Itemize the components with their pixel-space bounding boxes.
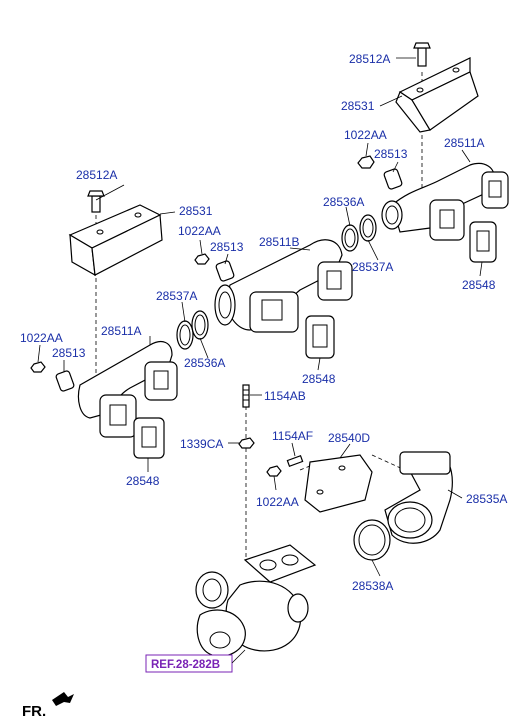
part-labels: 28512A 28531 1022AA 28513 28511A 28536A …: [20, 52, 507, 593]
gasket-28538A: [353, 519, 391, 561]
label-28536A-mid: 28536A: [184, 356, 225, 370]
label-28535A: 28535A: [466, 492, 507, 506]
label-28511B: 28511B: [259, 235, 299, 249]
label-28512A-top: 28512A: [349, 52, 390, 66]
nut-1022AA-right: [357, 155, 375, 169]
label-1154AB: 1154AB: [264, 389, 306, 403]
label-28540D: 28540D: [328, 431, 370, 445]
label-28512A-left: 28512A: [76, 168, 117, 182]
front-arrow-icon: [52, 692, 74, 706]
bracket-28540D: [304, 454, 373, 513]
front-label: FR.: [22, 703, 46, 720]
gasket-28548-right: [469, 221, 497, 263]
ring-28537A-mid: [176, 320, 194, 350]
manifold-28511A-right: [381, 162, 509, 241]
label-28536A-right: 28536A: [323, 195, 364, 209]
heat-shield-28531-left: [68, 204, 163, 277]
label-1339CA: 1339CA: [180, 437, 223, 451]
heat-shield-28531-top: [395, 57, 479, 133]
nut-1022AA-bottom: [266, 465, 282, 477]
leader-lines: [37, 57, 483, 577]
label-28548-left: 28548: [126, 474, 160, 488]
manifold-28511A-left: [77, 341, 178, 438]
ring-28536A-mid: [191, 310, 209, 340]
front-direction-indicator: FR.: [22, 692, 74, 720]
label-28513-right: 28513: [374, 147, 408, 161]
gasket-28548-mid: [305, 315, 335, 359]
label-28537A-right: 28537A: [352, 260, 393, 274]
stud-1154AF: [286, 455, 304, 467]
label-28511A-left: 28511A: [101, 324, 141, 338]
label-28537A-mid: 28537A: [156, 289, 197, 303]
manifold-28511B: [214, 239, 353, 333]
label-28513-mid: 28513: [210, 240, 244, 254]
label-1022AA-left: 1022AA: [20, 331, 63, 345]
label-28538A: 28538A: [352, 579, 393, 593]
bolt-28512A-top: [413, 42, 431, 67]
label-28531-top: 28531: [341, 99, 375, 113]
spacer-28513-right: [383, 168, 403, 190]
gasket-28548-left: [133, 417, 165, 459]
nut-1022AA-left: [30, 361, 46, 373]
label-1154AF: 1154AF: [272, 429, 313, 443]
label-28548-right: 28548: [462, 278, 496, 292]
label-1022AA-mid: 1022AA: [178, 224, 221, 238]
label-28531-left: 28531: [179, 204, 213, 218]
label-1022AA-right: 1022AA: [344, 128, 387, 142]
label-1022AA-bottom: 1022AA: [256, 495, 299, 509]
label-28511A-right: 28511A: [444, 136, 484, 150]
nut-1022AA-mid: [194, 253, 210, 265]
bolt-28512A-left: [87, 190, 105, 213]
label-28513-left: 28513: [52, 346, 86, 360]
ring-28536A-right: [341, 224, 359, 252]
stud-1154AB: [242, 384, 250, 408]
reference-link[interactable]: REF.28-282B: [145, 649, 246, 673]
spacer-28513-mid: [215, 260, 235, 282]
spacer-28513-left: [55, 370, 75, 392]
label-28548-mid: 28548: [302, 372, 336, 386]
nut-1339CA: [238, 437, 255, 449]
elbow-28535A: [384, 451, 453, 544]
turbocharger: [195, 544, 317, 657]
reference-label[interactable]: REF.28-282B: [151, 659, 220, 671]
ring-28537A-right: [359, 214, 377, 242]
